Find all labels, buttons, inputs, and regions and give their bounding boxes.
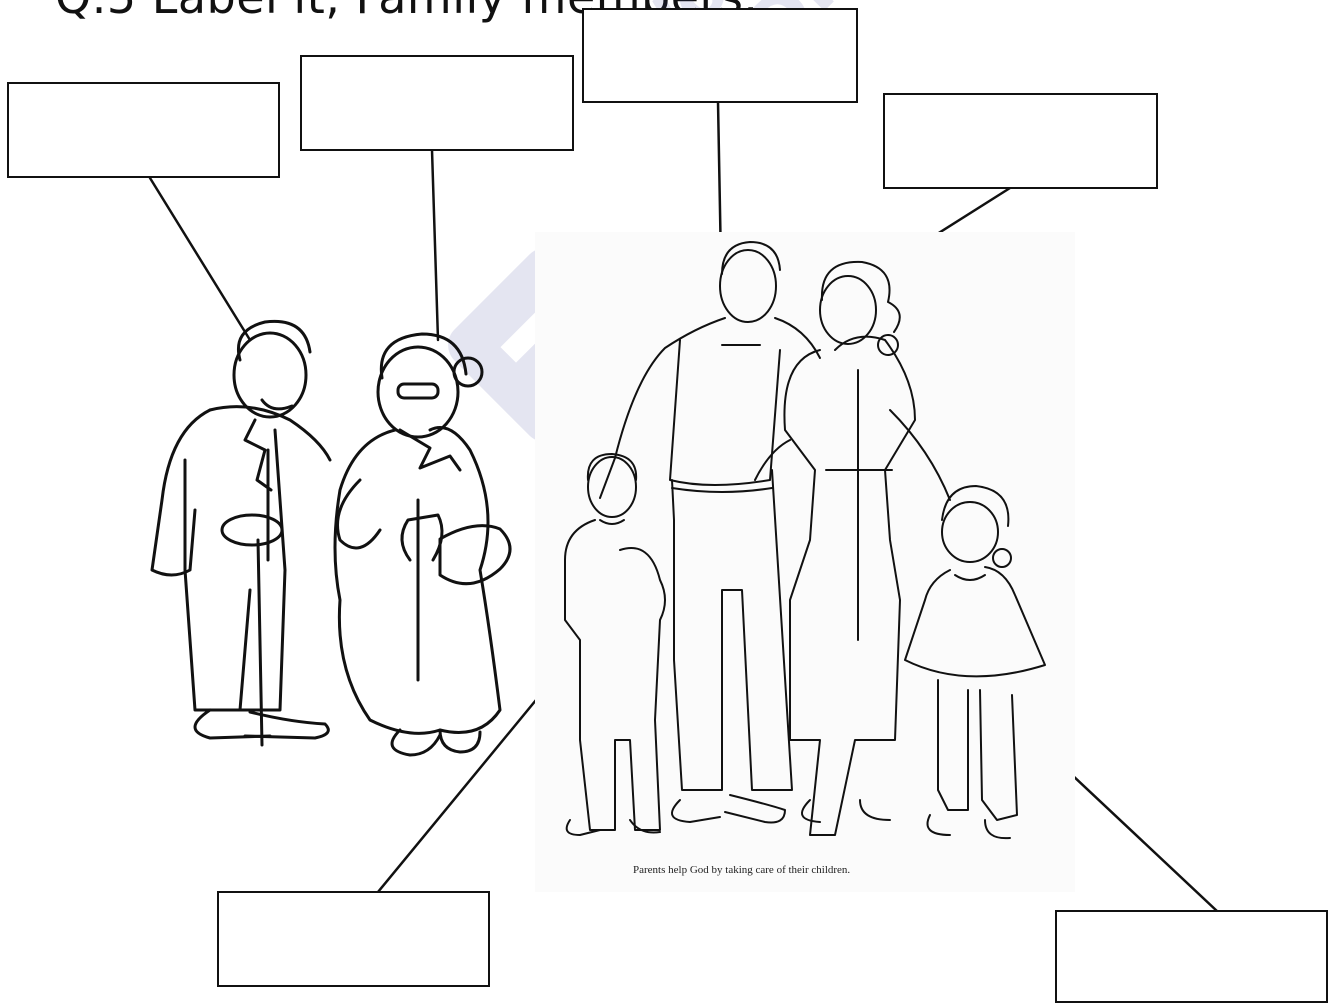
label-box-grandfather[interactable] <box>7 82 280 178</box>
label-box-grandmother[interactable] <box>300 55 574 151</box>
grandmother-figure <box>335 334 510 755</box>
label-box-daughter[interactable] <box>1055 910 1328 1003</box>
label-box-father[interactable] <box>582 8 858 103</box>
leader-line-grandfather <box>150 178 250 340</box>
picture-caption: Parents help God by taking care of their… <box>633 864 850 876</box>
grandfather-figure <box>152 321 330 745</box>
label-box-mother[interactable] <box>883 93 1158 189</box>
leader-line-grandmother <box>432 150 438 340</box>
label-box-son[interactable] <box>217 891 490 987</box>
